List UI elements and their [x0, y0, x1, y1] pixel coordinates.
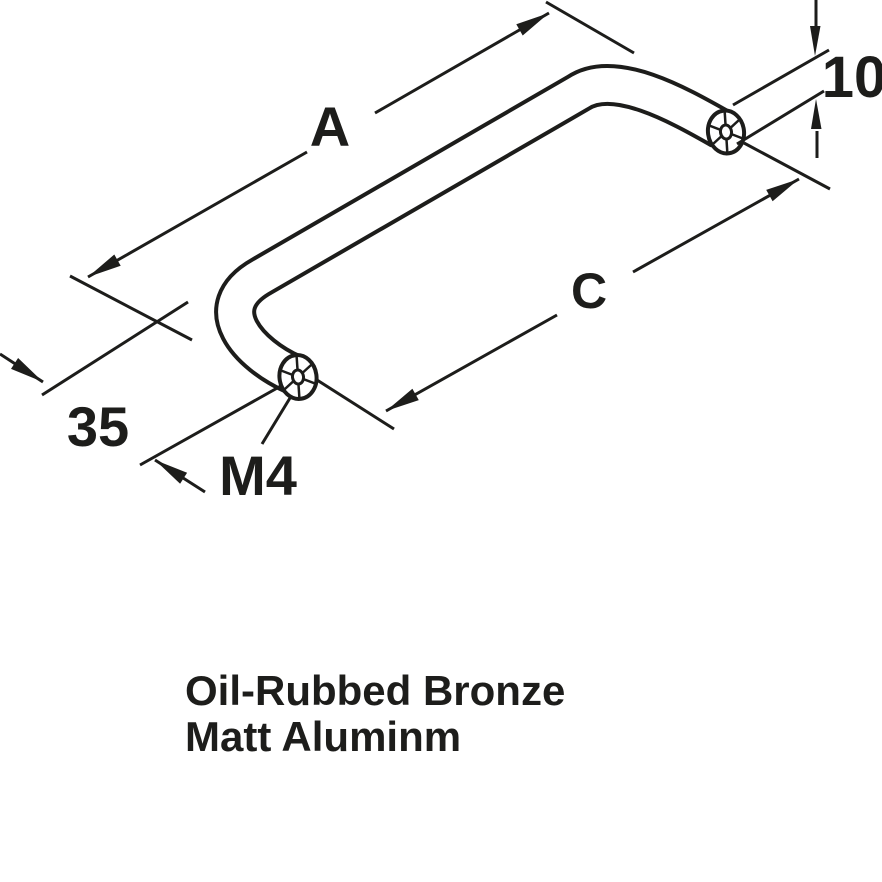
right-screw-hole-icon — [718, 123, 734, 141]
dim-10-arrowhead-down — [810, 26, 821, 56]
dim-c: C — [316, 141, 831, 431]
left-screw-hole-icon — [290, 368, 306, 386]
dim-a-arrowhead-ne — [516, 13, 549, 36]
left-axis-extension-line — [139, 380, 289, 467]
dim-a-arrowhead-sw — [88, 254, 121, 277]
dim-c-extension-line-sw — [316, 378, 395, 431]
dim-35-arrowhead-nw — [155, 460, 188, 484]
dim-a-label: A — [310, 95, 350, 158]
right-end-face — [705, 108, 747, 156]
thread-callout: M4 — [219, 397, 297, 507]
dim-c-arrowhead-ne — [766, 179, 799, 202]
dim-10-extension-line-top — [732, 48, 830, 107]
handle-tube-body — [218, 67, 730, 390]
finish-options: Oil-Rubbed Bronze Matt Aluminm — [185, 667, 565, 760]
handle-tube-outline — [214, 63, 732, 394]
m4-leader-line — [260, 397, 292, 445]
dim-a-extension-line-ne — [545, 0, 635, 55]
handle-outline — [214, 63, 732, 394]
m4-label: M4 — [219, 444, 297, 507]
dim-c-extension-line-ne — [743, 141, 831, 191]
dim-35-outer-tangent-line — [41, 300, 189, 397]
dim-10-extension-line-bottom — [736, 89, 825, 146]
dim-c-arrowhead-sw — [386, 388, 419, 411]
dim-a-extension-line-sw — [69, 274, 193, 342]
dim-35-label: 35 — [67, 395, 129, 458]
dim-a-line-lower — [87, 150, 308, 279]
dim-diameter: 10 — [732, 0, 882, 158]
left-end-face — [277, 353, 319, 401]
dim-10-arrowhead-up — [811, 99, 822, 129]
dim-c-label: C — [571, 263, 607, 319]
finish-line-1: Oil-Rubbed Bronze — [185, 667, 565, 714]
finish-line-2: Matt Aluminm — [185, 713, 461, 760]
dim-a: A — [69, 0, 635, 342]
dim-10-label: 10 — [822, 45, 882, 110]
dim-projection: 35 — [0, 300, 206, 494]
dim-35-arrowhead-se — [11, 358, 43, 382]
